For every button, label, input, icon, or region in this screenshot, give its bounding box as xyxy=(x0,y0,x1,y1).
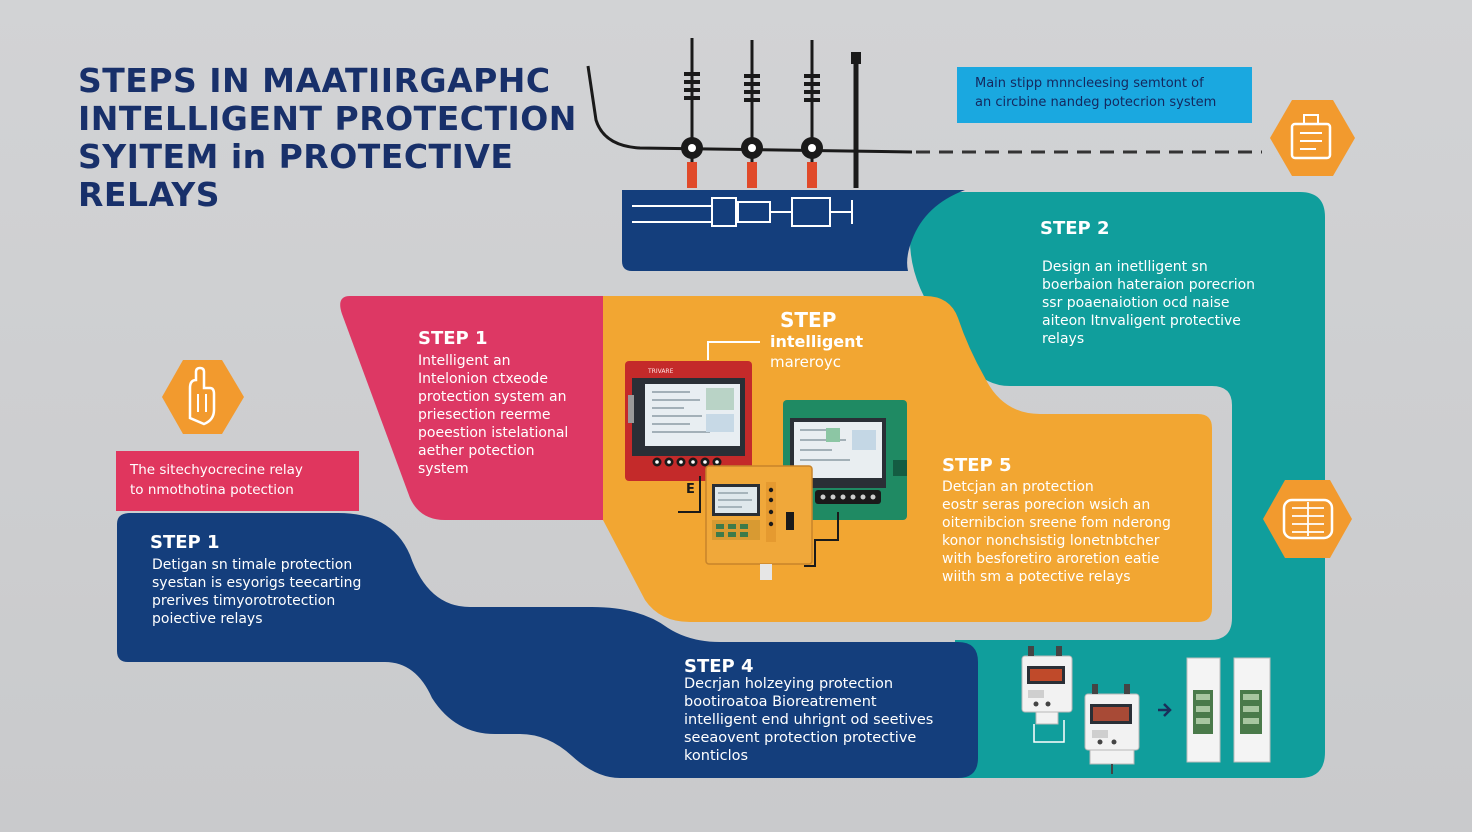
step2-line: relays xyxy=(1042,331,1085,347)
note-line: to nmothotina potection xyxy=(130,482,294,498)
relay-yellow: E xyxy=(678,465,839,580)
title-line: SYITEM in PROTECTIVE xyxy=(78,137,514,176)
step4-line: intelligent end uhrignt od seetives xyxy=(684,712,934,728)
document-hex-icon xyxy=(1270,100,1355,176)
connector-line xyxy=(707,341,760,360)
step1-pink-line: protection system an xyxy=(418,389,567,405)
navy-band xyxy=(117,513,978,778)
step1-pink-text: Intelligent an Intelonion ctxeode protec… xyxy=(418,352,568,478)
step5-text: Detcjan an protection eostr seras poreci… xyxy=(942,478,1171,586)
step2-line: Design an inetlligent sn xyxy=(1042,259,1208,275)
step1-blue-text: Detigan sn timale protection syestan is … xyxy=(152,556,361,628)
step1-blue-label: STEP 1 xyxy=(150,532,220,553)
relay-red-brand: TRIVARE xyxy=(647,368,674,375)
page-title: STEPS IN MAATIIRGAPHC INTELLIGENT PROTEC… xyxy=(78,62,598,214)
relay-red: TRIVARE xyxy=(625,361,752,481)
step4-line: Decrjan holzeying protection xyxy=(684,676,894,692)
step1-pink-line: system xyxy=(418,461,469,477)
busbar-lines xyxy=(632,197,853,227)
step2-line: ssr poaenaiotion ocd naise xyxy=(1042,295,1230,311)
step-center-line: mareroyc xyxy=(770,353,842,371)
step1-pink-line: aether potection xyxy=(418,443,535,459)
circuit-hex-icon xyxy=(1263,480,1352,558)
callout-line: Main stipp mnncleesing semtont of xyxy=(975,76,1204,91)
step5-line: wiith sm a potective relays xyxy=(942,569,1131,585)
step1-pink-line: priesection reerme xyxy=(418,407,551,423)
power-lines xyxy=(586,38,1262,188)
step4-line: seeaovent protection protective xyxy=(684,730,917,746)
step1-blue-line: syestan is esyorigs teecarting xyxy=(152,575,362,591)
relay-yellow-label: E xyxy=(686,482,695,497)
title-line: RELAYS xyxy=(78,175,221,214)
step1-pink-label: STEP 1 xyxy=(418,328,488,349)
step5-line: konor nonchsistig lonetnbtcher xyxy=(942,533,1160,549)
step1-blue-line: prerives timyorotrotection xyxy=(152,593,336,609)
step1-blue-line: Detigan sn timale protection xyxy=(152,557,353,573)
step4-label: STEP 4 xyxy=(684,656,754,677)
step5-line: Detcjan an protection xyxy=(942,479,1094,495)
din-devices xyxy=(1021,646,1271,774)
pink-step-panel xyxy=(340,296,605,520)
step1-pink-line: Intelonion ctxeode xyxy=(418,371,548,387)
busbar-panel xyxy=(622,190,965,271)
step2-line: boerbaion hateraion porecrion xyxy=(1042,277,1256,293)
step-center-label: STEP xyxy=(780,308,837,332)
teal-band xyxy=(910,192,1325,778)
step1-pink-line: poeestion istelational xyxy=(418,425,569,441)
step4-line: konticlos xyxy=(684,748,749,764)
step-center-text: intelligent mareroyc xyxy=(770,332,863,372)
step5-line: eostr seras porecion wsich an xyxy=(942,497,1151,513)
step5-label: STEP 5 xyxy=(942,455,1012,476)
relay-note: The sitechyocrecine relay to nmothotina … xyxy=(116,451,359,511)
step2-text: Design an inetlligent sn boerbaion hater… xyxy=(1042,258,1255,348)
summary-callout: Main stipp mnncleesing semtont of an cir… xyxy=(957,67,1252,123)
step4-text: Decrjan holzeying protection bootiroatoa… xyxy=(684,675,933,765)
title-line: STEPS IN MAATIIRGAPHC xyxy=(78,61,551,100)
step2-label: STEP 2 xyxy=(1040,218,1110,239)
step5-line: with besforetiro aroretion eatie xyxy=(942,551,1160,567)
step2-line: aiteon Itnvaligent protective xyxy=(1042,313,1241,329)
title-line: INTELLIGENT PROTECTION xyxy=(78,99,577,138)
step1-pink-line: Intelligent an xyxy=(418,353,511,369)
step-center-line: intelligent xyxy=(770,332,864,351)
step5-line: oiternibcion sreene fom nderong xyxy=(942,515,1171,531)
note-line: The sitechyocrecine relay xyxy=(130,462,303,478)
callout-line: an circbine nandeg potecrion system xyxy=(975,95,1217,110)
step1-blue-line: poiective relays xyxy=(152,611,263,627)
hand-hex-icon xyxy=(162,360,244,434)
step4-line: bootiroatoa Bioreatrement xyxy=(684,694,877,710)
